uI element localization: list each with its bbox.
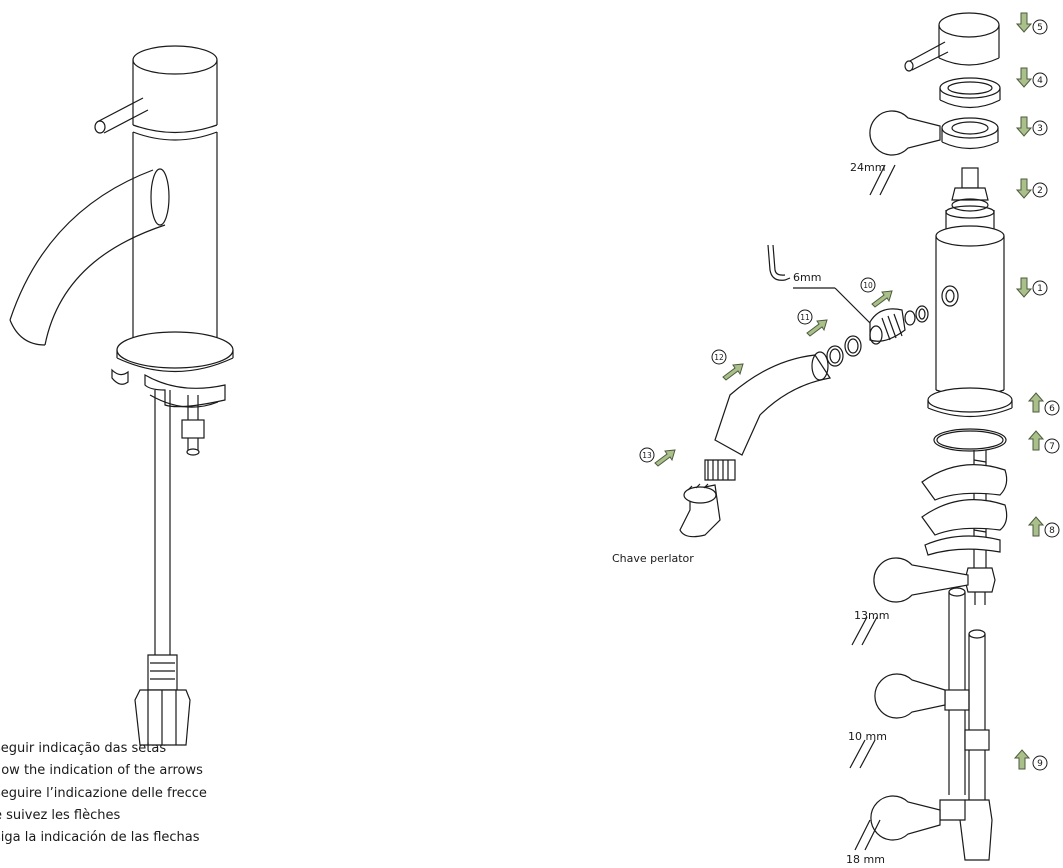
step-number-13: 13	[642, 451, 652, 460]
wrench-10-label: 10 mm	[848, 730, 887, 743]
arrow-step-9	[1014, 749, 1030, 770]
instruction-line-it: seguire l’indicazione delle frecce	[0, 785, 207, 801]
exploded-parts	[849, 12, 1013, 861]
step-number-5: 5	[1037, 23, 1043, 33]
step-number-8: 8	[1049, 526, 1055, 536]
step-number-9: 9	[1037, 759, 1043, 769]
arrow-step-2	[1016, 178, 1032, 199]
step-number-10: 10	[863, 281, 873, 290]
step-number-4: 4	[1037, 76, 1043, 86]
wrench-18-label: 18 mm	[846, 853, 885, 866]
instruction-line-pt: seguir indicação das setas	[0, 741, 167, 756]
arrow-step-3	[1016, 116, 1032, 137]
arrow-step-8	[1028, 516, 1044, 537]
step-number-1: 1	[1037, 284, 1043, 294]
step-number-3: 3	[1037, 124, 1043, 134]
arrow-step-12	[722, 363, 744, 381]
step-number-11: 11	[800, 313, 810, 322]
perlator-key-label: Chave perlator	[612, 552, 694, 565]
wrench-24-label: 24mm	[850, 161, 885, 174]
spout-parts	[679, 244, 929, 538]
instruction-line-es: siga la indicación de las flechas	[0, 830, 200, 846]
assembled-faucet	[9, 45, 234, 746]
arrow-step-4	[1016, 67, 1032, 88]
instruction-line-en: llow the indication of the arrows	[0, 763, 203, 779]
hex-key-label: 6mm	[793, 271, 821, 284]
step-number-6: 6	[1049, 404, 1055, 414]
instructions-block: seguir indicação das setas llow the indi…	[0, 738, 207, 849]
step-number-12: 12	[714, 353, 724, 362]
step-number-7: 7	[1049, 442, 1055, 452]
arrow-step-7	[1028, 430, 1044, 451]
arrow-step-6	[1028, 392, 1044, 413]
step-number-2: 2	[1037, 186, 1043, 196]
wrench-13-label: 13mm	[854, 609, 889, 622]
arrow-step-13	[654, 449, 676, 467]
step-markers	[639, 19, 1060, 771]
instruction-line-fr: e suivez les flèches	[0, 807, 121, 823]
arrow-step-10	[871, 290, 893, 308]
arrow-step-1	[1016, 277, 1032, 298]
arrow-step-5	[1016, 12, 1032, 33]
